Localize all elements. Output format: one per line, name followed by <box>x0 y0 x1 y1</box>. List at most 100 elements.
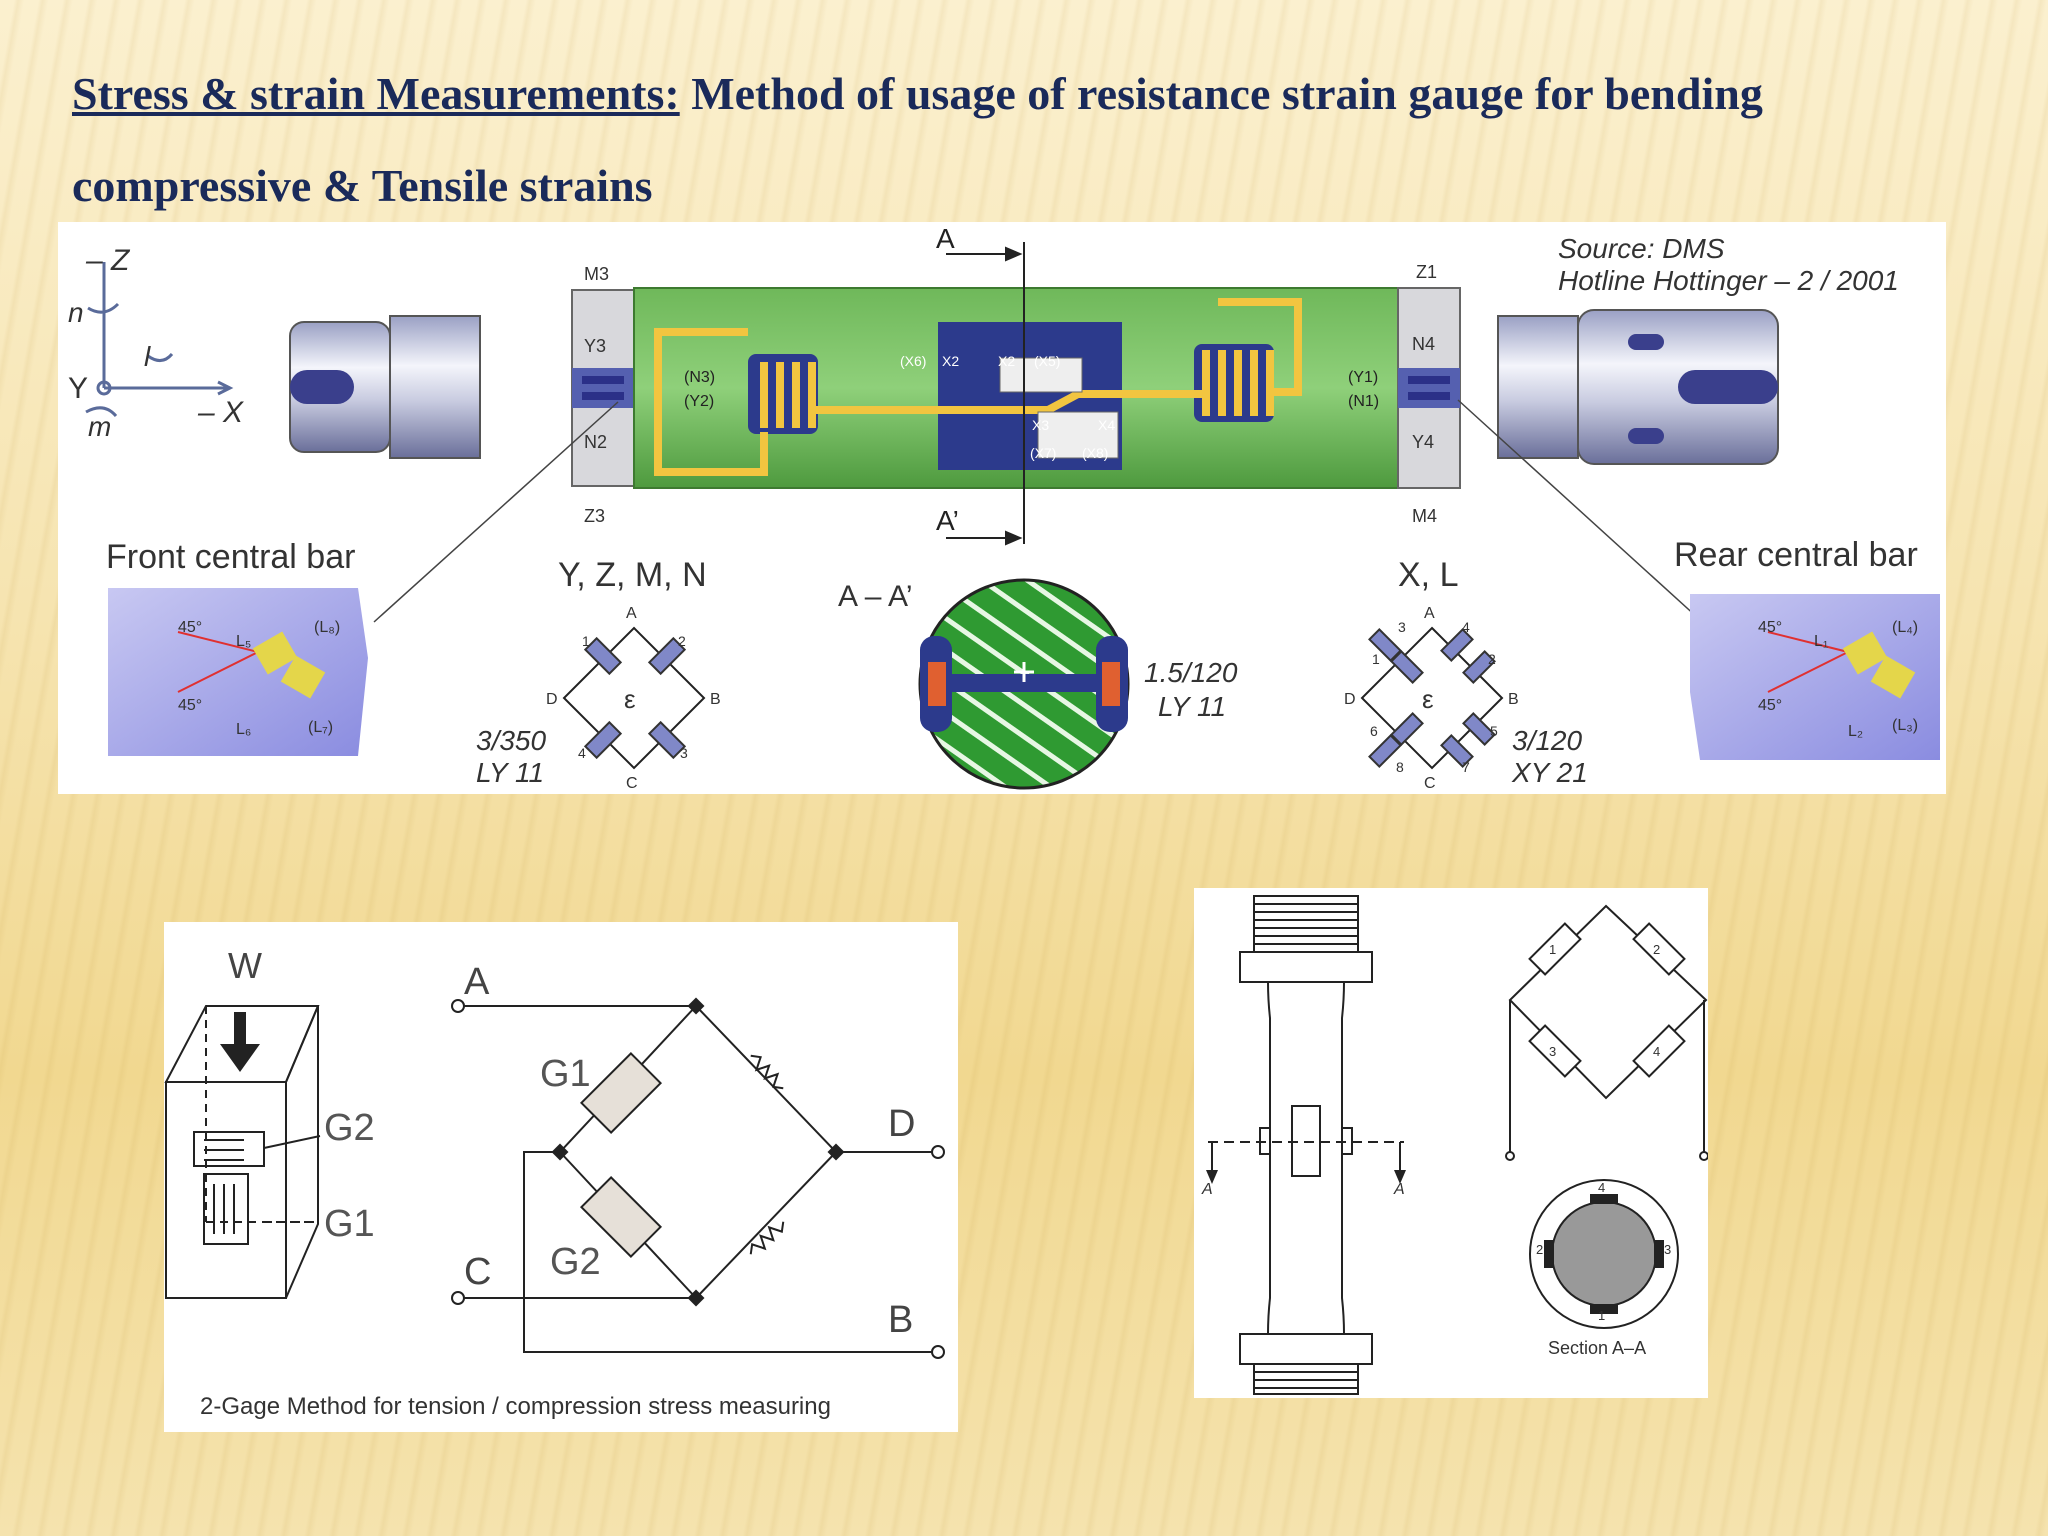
full-bridge <box>1505 904 1709 1161</box>
two-gage-caption: 2-Gage Method for tension / compression … <box>200 1393 831 1420</box>
slide-title: Stress & strain Measurements: Method of … <box>72 48 1972 232</box>
section-a-top: A <box>936 223 955 254</box>
pad-z1: Z1 <box>1416 262 1437 282</box>
gauge-x2a: X2 <box>942 353 959 369</box>
section-spec-1: 1.5/120 <box>1144 657 1238 688</box>
section-view <box>918 578 1130 790</box>
bridge-left <box>562 626 706 770</box>
bridge-left-g4: 4 <box>578 745 586 761</box>
pad-z3: Z3 <box>584 506 605 526</box>
load-label: W <box>228 945 262 986</box>
bridge-nodes <box>551 997 845 1307</box>
bridge-left-node-a: A <box>626 605 637 622</box>
bridge-right-node-d: D <box>1344 691 1356 708</box>
pad-n4: N4 <box>1412 334 1435 354</box>
bridge-right-g6: 6 <box>1370 723 1378 739</box>
left-gauge-block <box>571 289 635 487</box>
bridge-gauge-2: 2 <box>1653 942 1660 957</box>
bridge-right-g8: 8 <box>1396 759 1404 775</box>
bridge-right-g4: 4 <box>1462 619 1470 635</box>
two-gage-panel: W G2 G1 A C D B G1 G2 2-Gage Method for … <box>164 922 958 1432</box>
ring-gauge-3: 3 <box>1664 1242 1671 1257</box>
load-column-diagram: A A 1 2 3 4 4 2 3 1 Section A–A <box>1201 895 1709 1395</box>
bridge-left-node-d: D <box>546 691 558 708</box>
bridge-left-node-b: B <box>710 691 721 708</box>
specimen-block <box>164 1005 321 1299</box>
section-line <box>946 242 1025 546</box>
bridge-left-spec-1: 3/350 <box>476 725 546 756</box>
section-title: A – A’ <box>838 580 913 613</box>
terminal-a: A <box>464 961 490 1003</box>
front-bar-block <box>108 588 368 756</box>
load-cell-diagram: – Z n l Y – X m Source: DMS Hotline Hott… <box>68 223 1940 792</box>
front-l5: L₅ <box>236 633 251 650</box>
front-l8: (L₈) <box>314 619 340 636</box>
center-gauge-upper <box>999 357 1083 393</box>
gauge-x6: (X6) <box>900 353 926 369</box>
terminal-b: B <box>888 1299 913 1341</box>
front-angle-2: 45° <box>178 697 202 714</box>
bridge-g2-label: G2 <box>550 1241 601 1283</box>
gauge-g2-label: G2 <box>324 1107 375 1149</box>
bridge-gauge-3: 3 <box>1549 1044 1556 1059</box>
bridge-left-epsilon: ε <box>624 684 636 714</box>
cut-label-left: A <box>1201 1181 1213 1198</box>
pad-label-n1: (N1) <box>1348 393 1379 410</box>
front-l7: (L₇) <box>308 719 333 736</box>
bridge-right <box>1360 626 1504 770</box>
bridge-right-g7: 7 <box>1462 759 1470 775</box>
front-bar-label: Front central bar <box>106 538 355 576</box>
bridge-right-title: X, L <box>1398 556 1458 594</box>
pad-label-y1: (Y1) <box>1348 369 1378 386</box>
gauge-x2b: X2 <box>998 353 1015 369</box>
bridge-left-title: Y, Z, M, N <box>558 556 707 594</box>
load-arrow-icon <box>220 1012 260 1072</box>
bridge-left-spec-2: LY 11 <box>476 757 544 788</box>
terminal-d: D <box>888 1103 915 1145</box>
pad-m4: M4 <box>1412 506 1437 526</box>
load-cell-diagram-panel: – Z n l Y – X m Source: DMS Hotline Hott… <box>58 222 1946 794</box>
section-spec-2: LY 11 <box>1158 691 1226 722</box>
bridge-g1-label: G1 <box>540 1053 591 1095</box>
load-column-panel: A A 1 2 3 4 4 2 3 1 Section A–A <box>1194 888 1709 1398</box>
bridge-right-spec-1: 3/120 <box>1512 725 1582 756</box>
ring-gauge-1: 1 <box>1598 1308 1605 1323</box>
bridge-left-g2: 2 <box>678 633 686 649</box>
axis-y-label: Y <box>68 372 88 405</box>
bridge-left-g3: 3 <box>680 745 688 761</box>
rear-l4: (L₄) <box>1892 619 1918 636</box>
two-gage-bridge <box>451 999 945 1359</box>
bridge-right-node-a: A <box>1424 605 1435 622</box>
pad-label-y2: (Y2) <box>684 393 714 410</box>
title-rest: Method of usage of resistance strain gau… <box>72 68 1763 211</box>
front-angle-1: 45° <box>178 619 202 636</box>
section-a-a-label: Section A–A <box>1548 1338 1646 1358</box>
rear-bar-label: Rear central bar <box>1674 536 1918 574</box>
ring-gauge-2: 2 <box>1536 1242 1543 1257</box>
rear-l2: L₂ <box>1848 723 1863 740</box>
axis-z-label: – Z <box>85 244 131 277</box>
center-gauge-lower <box>1037 411 1119 459</box>
gauge-x5: (X5) <box>1034 353 1060 369</box>
rear-l3: (L₃) <box>1892 717 1918 734</box>
bridge-gauge-1: 1 <box>1549 942 1556 957</box>
bridge-gauge-4: 4 <box>1653 1044 1660 1059</box>
source-line-2: Hotline Hottinger – 2 / 2001 <box>1558 265 1899 296</box>
gauge-x8: (X8) <box>1082 445 1108 461</box>
gauge-g1-label: G1 <box>324 1203 375 1245</box>
two-gage-diagram: W G2 G1 A C D B G1 G2 2-Gage Method for … <box>164 945 945 1420</box>
terminal-c: C <box>464 1251 491 1293</box>
axis-m-label: m <box>88 411 111 442</box>
right-gauge-block <box>1397 287 1461 489</box>
bridge-right-g2: 2 <box>1488 651 1496 667</box>
left-shaft <box>289 315 481 459</box>
rear-bar-block <box>1690 594 1940 760</box>
pad-label-n3: (N3) <box>684 369 715 386</box>
section-a-a <box>1529 1179 1679 1329</box>
pad-m3: M3 <box>584 264 609 284</box>
front-l6: L₆ <box>236 721 251 738</box>
bridge-right-epsilon: ε <box>1422 684 1434 714</box>
bridge-left-g1: 1 <box>582 633 590 649</box>
cut-label-right: A <box>1393 1181 1405 1198</box>
pad-y3: Y3 <box>584 336 606 356</box>
